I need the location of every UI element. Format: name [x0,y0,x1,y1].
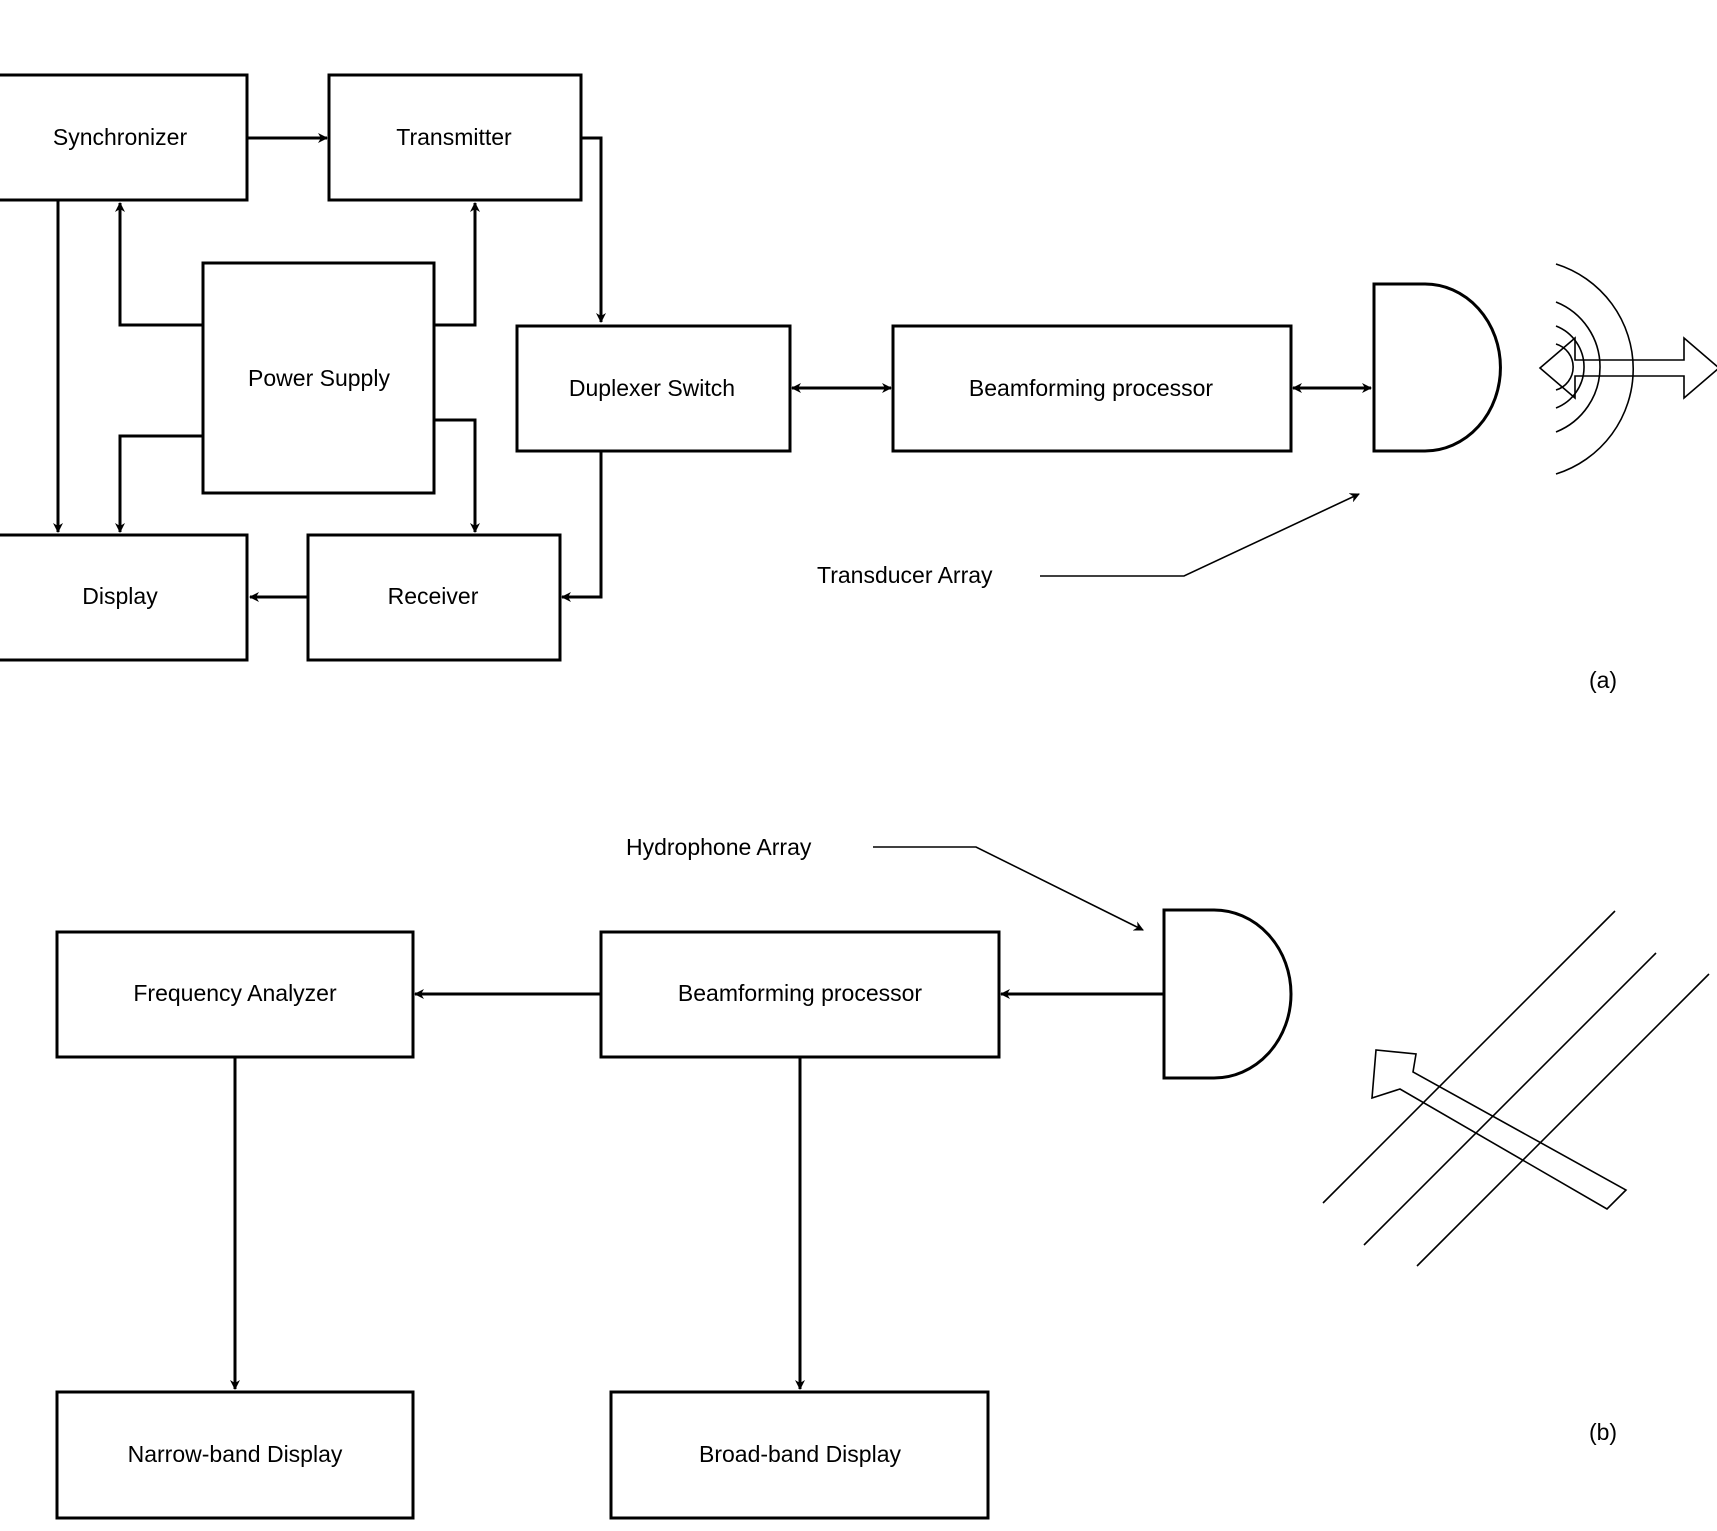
panel-a-caption: (a) [1589,667,1617,693]
beamforming-processor-b-label: Beamforming processor [678,980,922,1006]
transmitter-block: Transmitter [327,73,583,202]
synchronizer-block: Synchronizer [0,73,249,202]
power-supply-block: Power Supply [201,261,436,495]
arrow-power-to-synchronizer [115,202,203,327]
broad-band-display-label: Broad-band Display [699,1441,902,1467]
broad-band-display-block: Broad-band Display [609,1390,990,1520]
hydrophone-array-label: Hydrophone Array [626,834,812,860]
arrow-duplexer-to-receiver [561,451,603,602]
transducer-array-shape [1372,282,1502,453]
panel-b: Frequency Analyzer Beamforming processor… [55,834,1710,1520]
duplexer-switch-label: Duplexer Switch [569,375,735,401]
bidirectional-wave-arrow-icon [1538,336,1717,400]
beamforming-processor-a-block: Beamforming processor [891,324,1293,453]
display-block: Display [0,533,249,662]
transmitter-label: Transmitter [396,124,512,150]
display-label: Display [82,583,158,609]
wave-fronts-icon [1555,263,1635,475]
arrow-power-to-display [115,434,203,533]
panel-a-connections [53,133,1372,602]
narrow-band-display-label: Narrow-band Display [128,1441,343,1467]
beamforming-processor-b-block: Beamforming processor [599,930,1001,1059]
arrow-transmitter-to-duplexer [581,136,606,323]
panel-b-connections [230,989,1164,1390]
arrow-power-to-transmitter [434,202,480,327]
receiver-label: Receiver [388,583,479,609]
hydrophone-array-shape [1162,908,1293,1080]
frequency-analyzer-block: Frequency Analyzer [55,930,415,1059]
synchronizer-label: Synchronizer [53,124,188,150]
panel-b-caption: (b) [1589,1419,1617,1445]
receiver-block: Receiver [306,533,562,662]
transducer-array-callout-line [1040,493,1360,577]
duplexer-switch-block: Duplexer Switch [515,324,792,453]
plane-wave-fronts-icon [1322,910,1710,1267]
arrow-power-to-receiver [434,418,480,533]
power-supply-label: Power Supply [248,365,390,391]
incoming-wave-arrow-icon [1371,1049,1628,1211]
frequency-analyzer-label: Frequency Analyzer [133,980,337,1006]
panel-a: Synchronizer Transmitter Power Supply Du… [0,73,1717,693]
beamforming-processor-a-label: Beamforming processor [969,375,1213,401]
narrow-band-display-block: Narrow-band Display [55,1390,415,1520]
transducer-array-label: Transducer Array [817,562,993,588]
hydrophone-array-callout-line [873,846,1144,931]
